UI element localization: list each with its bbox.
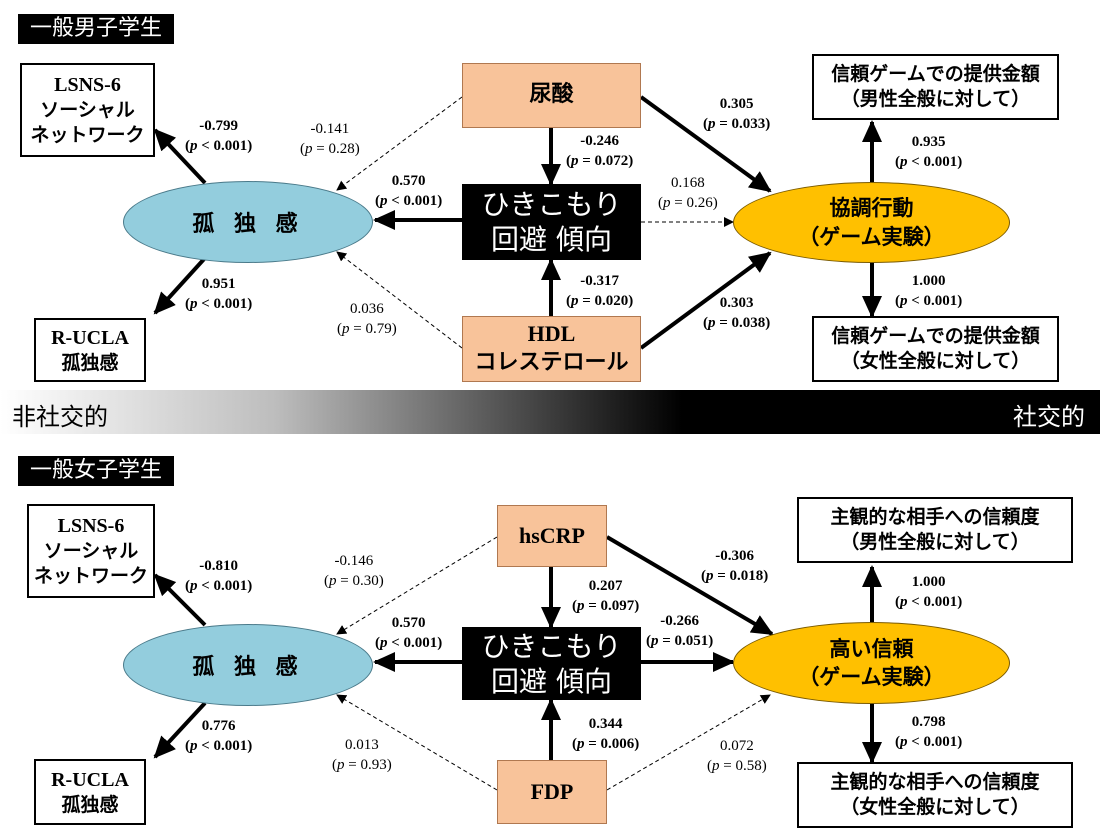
rucla-title-b: R-UCLA [51,768,129,791]
trust-male-line1: 信頼ゲームでの提供金額 [831,63,1040,86]
subjective-male-line2: （男性全般に対して） [840,531,1030,553]
hdl-title: HDL [527,321,576,347]
box-lsns-top: LSNS-6 ソーシャル ネットワーク [20,63,155,157]
arrow-bb-out-b [606,694,771,791]
hscrp-label: hsCRP [518,522,585,548]
fdp-label: FDP [530,778,574,804]
arrow-bt-out-b [605,535,774,636]
coef-center-out-bottom: -0.266(p = 0.051) [646,613,714,649]
coef-bt-out-bottom: -0.306(p = 0.018) [701,548,769,584]
coef-out-top-bottom: 1.000(p < 0.001) [895,574,963,610]
subjective-female-line1: 主観的な相手への信頼度 [830,771,1040,794]
hikikomori-line2-b: 回避 傾向 [491,664,612,698]
uric-acid-label: 尿酸 [529,82,574,108]
coef-center-lon-top: 0.570(p < 0.001) [375,173,443,209]
box-subjective-male: 主観的な相手への信頼度 （男性全般に対して） [797,497,1073,563]
hikikomori-line1: ひきこもり [481,188,622,221]
loneliness-label-b: 孤 独 感 [192,655,304,680]
arrow-bt-out [639,95,772,193]
coef-rucla-top: 0.951(p < 0.001) [185,276,253,312]
lsns-title-b: LSNS-6 [57,515,125,538]
box-hdl: HDL コレステロール [462,316,641,382]
coef-bt-lon-bottom: -0.146(p = 0.30) [324,553,384,589]
rucla-line2-b: 孤独感 [61,793,119,816]
box-trust-male-top: 信頼ゲームでの提供金額 （男性全般に対して） [812,54,1059,120]
label-social: 社交的 [1013,403,1085,431]
ellipse-cooperation: 協調行動 （ゲーム実験） [733,182,1010,263]
panel-tag-male: 一般男子学生 [18,14,175,44]
arrow-bt-lon [336,96,463,191]
coef-lsns-top: -0.799(p < 0.001) [185,118,253,154]
lsns-line3-b: ネットワーク [33,565,148,587]
coef-out-bottom-bottom: 0.798(p < 0.001) [895,714,963,750]
trust-female-line1: 信頼ゲームでの提供金額 [831,325,1040,348]
arrow-lon-rucla [153,256,207,315]
arrow-bb-lon [336,251,463,349]
subjective-female-line2: （女性全般に対して） [840,796,1030,818]
sociality-gradient-bar [0,390,1100,434]
arrow-bb-lon-b [336,694,498,791]
lsns-line2-b: ソーシャル [43,540,139,563]
coef-out-bottom-top: 1.000(p < 0.001) [895,273,963,309]
hikikomori-line2: 回避 傾向 [491,223,612,256]
hikikomori-line1-b: ひきこもり [481,629,622,663]
cooperation-line2: （ゲーム実験） [798,224,945,249]
lsns-line2: ソーシャル [40,99,135,122]
coef-center-out-top: 0.168(p = 0.26) [658,175,718,211]
coef-rucla-bottom: 0.776(p < 0.001) [185,718,253,754]
box-subjective-female: 主観的な相手への信頼度 （女性全般に対して） [797,762,1073,828]
coef-bb-out-bottom: 0.072(p = 0.58) [707,738,767,774]
coef-bt-out-top: 0.305(p = 0.033) [703,96,771,132]
coef-bt-center-bottom: 0.207(p = 0.097) [572,578,640,614]
high-trust-line2: （ゲーム実験） [798,665,945,689]
bottom-arrows [153,535,882,791]
ellipse-high-trust: 高い信頼 （ゲーム実験） [733,622,1010,704]
coef-bb-lon-top: 0.036(p = 0.79) [337,301,397,337]
arrow-lon-lsns [153,128,207,185]
coef-bb-out-top: 0.303(p = 0.038) [703,295,771,331]
subjective-male-line1: 主観的な相手への信頼度 [830,506,1040,529]
top-arrows [153,95,882,350]
rucla-title: R-UCLA [51,326,129,349]
rucla-line2: 孤独感 [61,351,119,374]
high-trust-line1: 高い信頼 [829,636,914,661]
box-hikikomori-bottom: ひきこもり 回避 傾向 [462,627,641,700]
coef-bb-lon-bottom: 0.013(p = 0.93) [332,737,392,773]
box-rucla-bottom: R-UCLA 孤独感 [34,759,146,825]
hdl-line2: コレステロール [474,350,629,375]
box-rucla-top: R-UCLA 孤独感 [34,318,146,382]
coef-center-lon-bottom: 0.570(p < 0.001) [375,615,443,651]
lsns-line3: ネットワーク [30,124,145,146]
loneliness-label: 孤 独 感 [192,212,304,237]
label-nonsocial: 非社交的 [12,403,108,431]
cooperation-line1: 協調行動 [829,196,914,221]
box-trust-female-top: 信頼ゲームでの提供金額 （女性全般に対して） [812,316,1059,382]
arrow-bt-lon-b [336,536,498,635]
coef-bt-center-top: -0.246(p = 0.072) [566,133,634,169]
coef-bt-lon-top: -0.141(p = 0.28) [300,121,360,157]
trust-male-line2: （男性全般に対して） [840,88,1031,110]
coef-lsns-bottom: -0.810(p < 0.001) [185,558,253,594]
panel-tag-female: 一般女子学生 [18,456,175,486]
trust-female-line2: （女性全般に対して） [840,350,1031,372]
arrow-lon-lsns-b [153,573,207,627]
coef-bb-center-bottom: 0.344(p = 0.006) [572,716,640,752]
box-uric-acid: 尿酸 [462,63,641,128]
lsns-title: LSNS-6 [54,74,121,97]
coef-out-top-top: 0.935(p < 0.001) [895,134,963,170]
box-hscrp: hsCRP [497,505,607,567]
arrow-lon-rucla-b [153,701,207,759]
arrow-bb-out [639,251,772,350]
box-hikikomori-top: ひきこもり 回避 傾向 [462,184,641,260]
ellipse-loneliness-bottom: 孤 独 感 [123,624,373,706]
box-fdp: FDP [497,760,607,824]
ellipse-loneliness-top: 孤 独 感 [123,181,373,263]
coef-bb-center-top: -0.317(p = 0.020) [566,273,634,309]
box-lsns-bottom: LSNS-6 ソーシャル ネットワーク [27,504,155,598]
